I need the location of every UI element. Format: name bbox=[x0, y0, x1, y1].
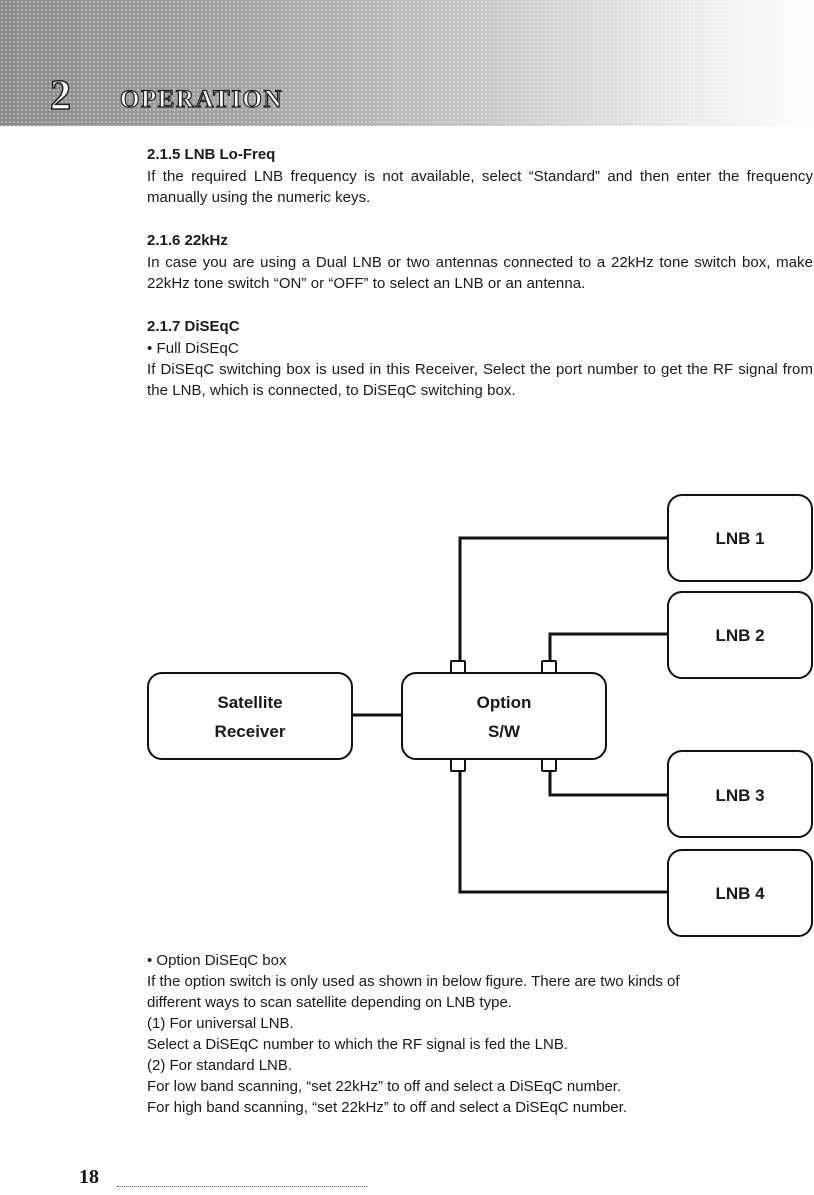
section-heading-22khz: 2.1.6 22kHz bbox=[147, 232, 228, 249]
chapter-banner bbox=[0, 0, 814, 126]
lnb2-box bbox=[667, 591, 813, 679]
section-bullet-full-diseqc: • Full DiSEqC bbox=[147, 340, 239, 357]
receiver-label-line1: Satellite bbox=[217, 693, 282, 712]
lnb1-label: LNB 1 bbox=[715, 529, 764, 548]
option-switch-box bbox=[401, 672, 607, 760]
option-line: For high band scanning, “set 22kHz” to o… bbox=[147, 1099, 627, 1116]
main-content: 2.1.5 LNB Lo-Freq If the required LNB fr… bbox=[138, 146, 813, 401]
wire-lnb1 bbox=[458, 536, 668, 662]
page-footer-rule bbox=[117, 1186, 367, 1187]
port-bottom-left bbox=[450, 758, 466, 772]
section-heading-lnb-lo-freq: 2.1.5 LNB Lo-Freq bbox=[147, 146, 276, 163]
port-top-left bbox=[450, 660, 466, 674]
lnb3-label: LNB 3 bbox=[715, 786, 764, 805]
section-heading-diseqc: 2.1.7 DiSEqC bbox=[147, 318, 240, 335]
receiver-label-line2: Receiver bbox=[215, 722, 286, 741]
option-line: (1) For universal LNB. bbox=[147, 1015, 294, 1032]
option-line: Select a DiSEqC number to which the RF s… bbox=[147, 1036, 569, 1053]
lnb2-label: LNB 2 bbox=[715, 626, 764, 645]
chapter-title: OPERATION bbox=[119, 85, 284, 113]
lnb3-box bbox=[667, 750, 813, 838]
option-line: For low band scanning, “set 22kHz” to of… bbox=[147, 1078, 622, 1095]
section-text-diseqc: If DiSEqC switching box is used in this … bbox=[147, 361, 813, 399]
switch-label-line2: S/W bbox=[488, 722, 521, 741]
wire-lnb4 bbox=[458, 770, 668, 894]
wire-lnb2 bbox=[548, 632, 668, 662]
wire-lnb3 bbox=[548, 770, 668, 797]
section-text-22khz: In case you are using a Dual LNB or two … bbox=[147, 254, 813, 292]
lnb4-box bbox=[667, 849, 813, 937]
option-diseqc-section: • Option DiSEqC box If the option switch… bbox=[147, 950, 813, 1118]
section-text-lnb-lo-freq: If the required LNB frequency is not ava… bbox=[147, 168, 813, 206]
lnb1-box bbox=[667, 494, 813, 582]
option-line: (2) For standard LNB. bbox=[147, 1057, 293, 1074]
satellite-receiver-box bbox=[147, 672, 353, 760]
option-line: If the option switch is only used as sho… bbox=[147, 973, 680, 990]
port-top-right bbox=[541, 660, 557, 674]
lnb4-label: LNB 4 bbox=[715, 884, 765, 903]
switch-label-line1: Option bbox=[477, 693, 532, 712]
page-number: 18 bbox=[79, 1166, 99, 1188]
port-bottom-right bbox=[541, 758, 557, 772]
option-line: different ways to scan satellite dependi… bbox=[147, 994, 512, 1011]
option-bullet: • Option DiSEqC box bbox=[147, 952, 287, 969]
chapter-number: 2 bbox=[49, 72, 72, 120]
